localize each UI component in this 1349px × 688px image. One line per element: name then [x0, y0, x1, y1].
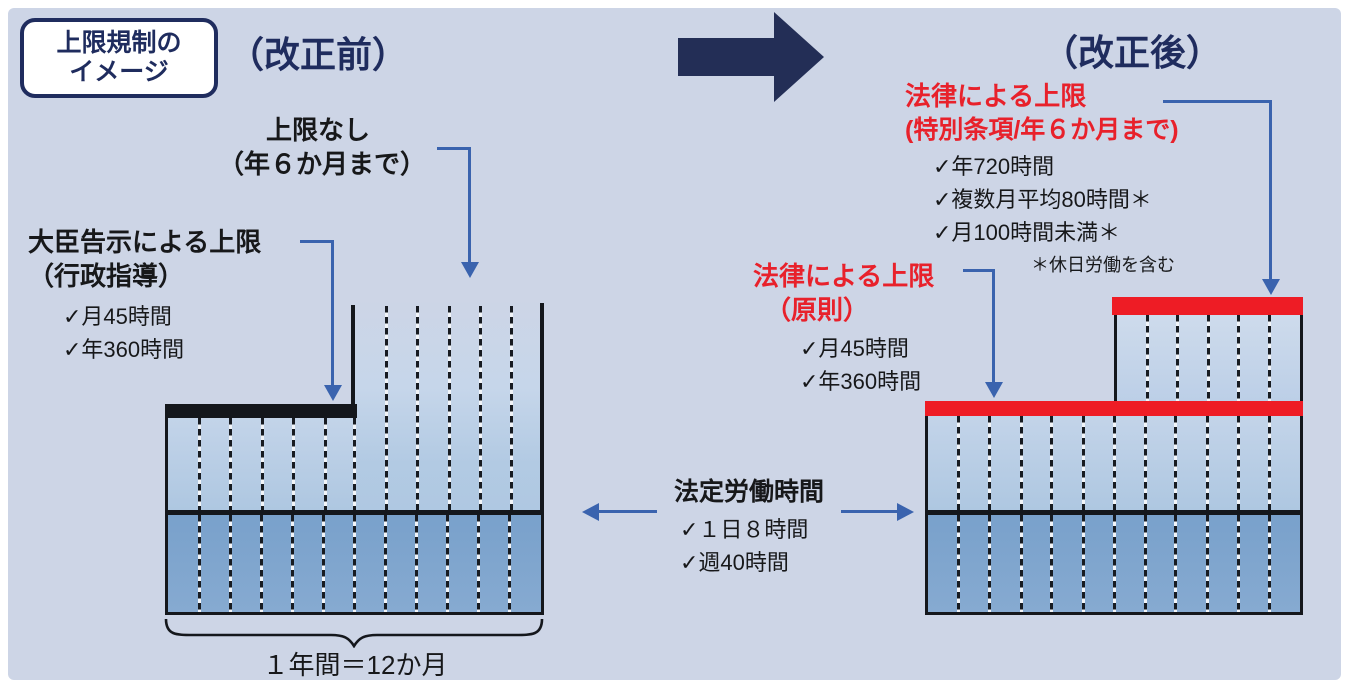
principle-limit-subheading: （原則） — [765, 294, 870, 325]
special-limit-subheading: (特別条項/年６か月まで) — [905, 115, 1179, 144]
minister-connector-v — [331, 240, 334, 386]
after-chart-statutory-line — [925, 510, 1303, 515]
minister-limit-heading: 大臣告示による上限 — [28, 227, 262, 257]
after-chart-overtime-strip — [925, 416, 1303, 510]
minister-limit-item: ✓年360時間 — [63, 336, 185, 362]
title-before: （改正前） — [228, 34, 409, 75]
special-limit-item: ✓年720時間 — [933, 154, 1055, 180]
after-chart-statutory-block — [925, 515, 1303, 615]
principle-connector-v — [992, 269, 995, 383]
before-chart-month6-dash — [353, 418, 356, 510]
before-chart-statutory-line — [165, 510, 544, 515]
minister-arrowhead-icon — [323, 385, 342, 401]
statutory-arrow-right-line — [841, 510, 899, 513]
principle-limit-item: ✓年360時間 — [800, 368, 922, 394]
principle-limit-block: 法律による上限 （原則） ✓月45時間 ✓年360時間 — [753, 260, 934, 398]
after-chart-special-red-bar — [1112, 297, 1303, 315]
statutory-heading: 法定労働時間 — [673, 478, 824, 506]
principle-connector-h — [963, 269, 995, 272]
special-limit-item: ✓複数月平均80時間＊ — [933, 187, 1152, 213]
statutory-arrow-left-icon — [582, 503, 599, 521]
special-limit-heading: 法律による上限 — [905, 81, 1087, 111]
no-limit-label: 上限なし （年６か月まで） — [218, 114, 427, 182]
after-chart-principle-red-bar — [925, 401, 1303, 416]
before-chart-step-line — [351, 305, 355, 418]
minister-limit-item: ✓月45時間 — [63, 303, 172, 329]
special-arrowhead-icon — [1261, 279, 1280, 295]
principle-limit-heading: 法律による上限 — [753, 261, 935, 291]
no-limit-arrowhead-icon — [460, 262, 479, 278]
special-limit-note: ＊休日労働を含む — [1031, 255, 1175, 276]
special-limit-item: ✓月100時間未満＊ — [933, 220, 1121, 246]
statutory-item: ✓週40時間 — [680, 549, 789, 575]
statutory-arrow-right-icon — [897, 503, 914, 521]
title-after: （改正後） — [1042, 32, 1223, 73]
special-connector-h — [1163, 100, 1272, 103]
no-limit-line2: （年６か月まで） — [218, 148, 427, 179]
no-limit-connector-v — [468, 147, 471, 263]
minister-connector-h — [300, 240, 334, 243]
before-chart-statutory-block — [165, 515, 544, 615]
minister-limit-block: 大臣告示による上限 （行政指導） ✓月45時間 ✓年360時間 — [28, 226, 261, 366]
before-chart-right-edge — [540, 303, 544, 615]
statutory-item: ✓１日８時間 — [680, 516, 809, 542]
special-connector-v — [1269, 100, 1272, 280]
statutory-block: 法定労働時間 ✓１日８時間 ✓週40時間 — [624, 476, 874, 579]
no-limit-line1: 上限なし — [265, 115, 370, 145]
legend-line2: イメージ — [69, 58, 169, 86]
year-brace — [164, 618, 544, 648]
principle-arrowhead-icon — [984, 382, 1003, 398]
legend-line1: 上限規制の — [56, 28, 182, 57]
special-limit-block: 法律による上限 (特別条項/年６か月まで) ✓年720時間 ✓複数月平均80時間… — [905, 80, 1179, 277]
after-chart-special-box — [1114, 315, 1303, 401]
before-nolimit-month-grid — [355, 306, 543, 510]
statutory-arrow-left-line — [599, 510, 657, 513]
before-chart-overtime-strip — [165, 418, 357, 510]
year-label: １年間＝12か月 — [262, 650, 448, 680]
minister-limit-subheading: （行政指導） — [28, 260, 185, 291]
transform-arrow-icon — [678, 12, 824, 102]
principle-limit-item: ✓月45時間 — [800, 335, 909, 361]
before-chart-cap-bar — [165, 404, 357, 418]
legend-box: 上限規制の イメージ — [20, 18, 218, 98]
before-chart-nolimit-region — [355, 298, 543, 510]
no-limit-connector-h — [437, 147, 471, 150]
